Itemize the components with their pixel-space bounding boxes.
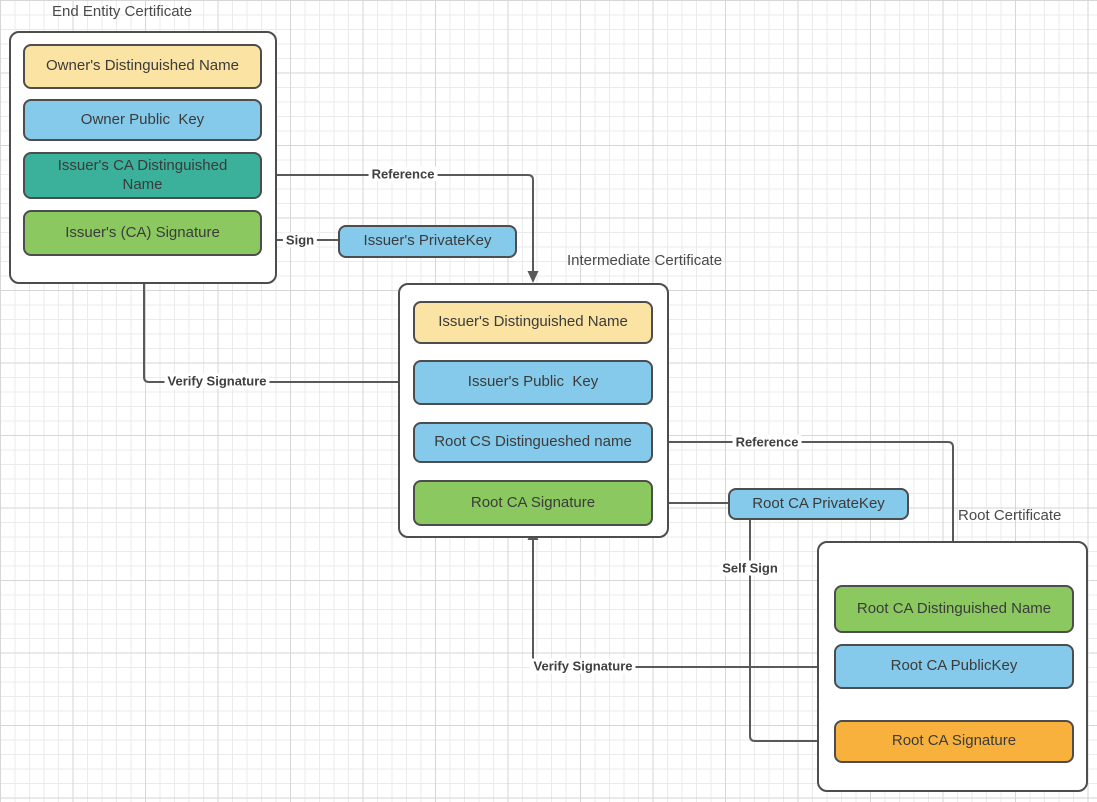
field-label: Root CS Distingueshed name	[434, 433, 632, 451]
reference-1-arrowhead	[527, 271, 539, 283]
self-sign-line	[749, 520, 821, 742]
field-label: Owner's Distinguished Name	[46, 57, 239, 75]
field-label: Root CA Signature	[470, 493, 596, 511]
label-self-sign: Self Sign	[719, 560, 781, 576]
intermediate-certificate-title: Intermediate Certificate	[567, 252, 723, 269]
label-reference-1: Reference	[368, 166, 438, 182]
field-owner-public-key[interactable]: Owner Public Key	[23, 99, 262, 141]
root-certificate-title: Root Certificate	[958, 507, 1062, 524]
field-label: Root CA Distinguished Name	[856, 599, 1052, 617]
label-verify-signature-1: Verify Signature	[164, 373, 270, 389]
label-reference-2: Reference	[732, 434, 802, 450]
field-issuers-ca-signature[interactable]: Issuer's (CA) Signature	[23, 210, 262, 256]
field-label: Issuer's Public Key	[467, 373, 599, 391]
verify-signature-1-line	[143, 269, 413, 383]
field-root-ca-distinguished-name[interactable]: Root CA Distinguished Name	[834, 585, 1074, 633]
field-owners-distinguished-name[interactable]: Owner's Distinguished Name	[23, 44, 262, 89]
verify-signature-2-line	[532, 539, 834, 668]
field-label: Issuer's CA Distinguished Name	[57, 156, 232, 193]
field-root-cs-distingueshed-name[interactable]: Root CS Distingueshed name	[413, 422, 653, 463]
field-label: Issuer's (CA) Signature	[65, 223, 220, 241]
end-entity-certificate-title: End Entity Certificate	[52, 3, 193, 20]
root-ca-privatekey-box[interactable]: Root CA PrivateKey	[728, 488, 909, 520]
issuers-privatekey-box[interactable]: Issuer's PrivateKey	[338, 225, 517, 258]
field-label: Issuer's Distinguished Name	[438, 313, 628, 331]
field-issuers-public-key[interactable]: Issuer's Public Key	[413, 360, 653, 405]
field-root-ca-signature-intermediate[interactable]: Root CA Signature	[413, 480, 653, 526]
field-label: Root CA Signature	[891, 732, 1017, 750]
label-sign: Sign	[282, 232, 318, 248]
label-verify-signature-2: Verify Signature	[530, 658, 636, 674]
field-label: Root CA PrivateKey	[752, 494, 885, 512]
field-label: Issuer's PrivateKey	[363, 232, 492, 250]
field-issuers-ca-distinguished-name[interactable]: Issuer's CA Distinguished Name	[23, 152, 262, 199]
field-root-ca-signature-root[interactable]: Root CA Signature	[834, 720, 1074, 763]
field-label: Owner Public Key	[80, 110, 205, 128]
field-root-ca-publickey[interactable]: Root CA PublicKey	[834, 644, 1074, 689]
field-issuers-distinguished-name[interactable]: Issuer's Distinguished Name	[413, 301, 653, 344]
field-label: Root CA PublicKey	[890, 657, 1018, 675]
